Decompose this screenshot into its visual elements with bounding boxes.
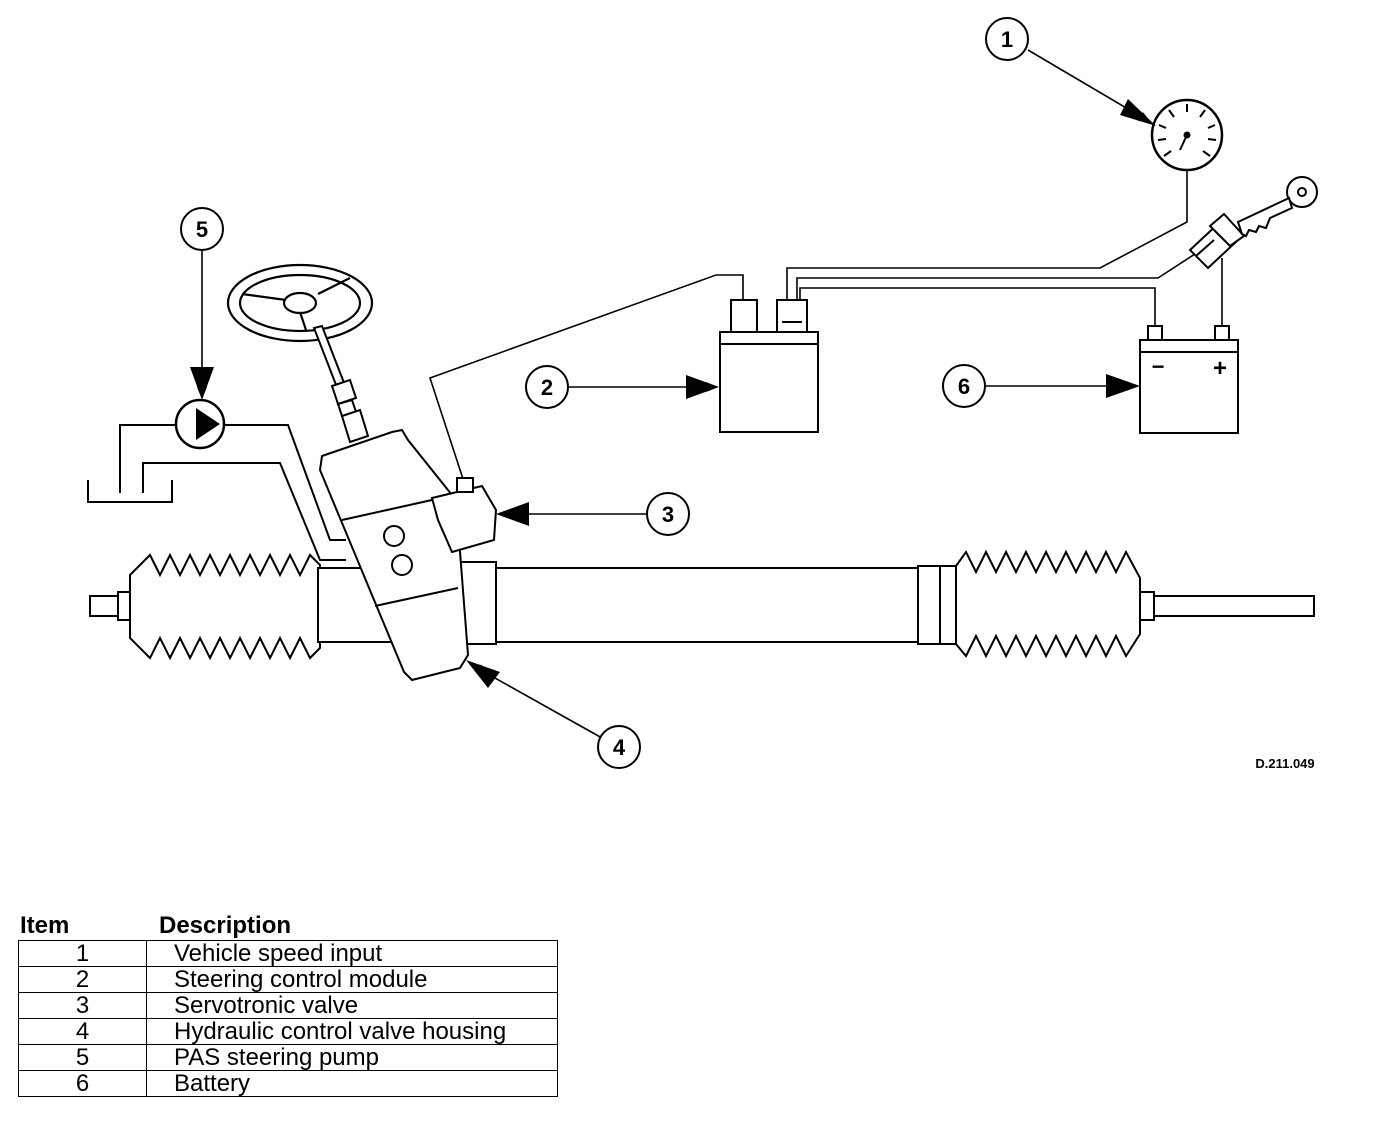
legend-item-description: Battery xyxy=(146,1070,558,1097)
legend-item-number: 3 xyxy=(18,992,147,1019)
ignition-switch-icon xyxy=(1188,212,1246,270)
legend-header-item: Item xyxy=(20,912,70,939)
legend-item-number: 1 xyxy=(18,940,147,967)
legend-item-description: Hydraulic control valve housing xyxy=(146,1018,558,1045)
servotronic-valve xyxy=(430,477,498,554)
steering-wheel-icon xyxy=(226,263,374,343)
callout-2-label: 2 xyxy=(541,375,553,400)
table-row: 3 Servotronic valve xyxy=(18,992,558,1019)
table-row: 6 Battery xyxy=(18,1070,558,1097)
callout-5: 5 xyxy=(180,207,224,251)
steering-control-module xyxy=(719,299,819,433)
callout-4-label: 4 xyxy=(613,735,626,760)
callout-3-label: 3 xyxy=(662,502,674,527)
legend-item-description: Vehicle speed input xyxy=(146,940,558,967)
callout-2: 2 xyxy=(525,365,569,409)
callout-4: 4 xyxy=(597,725,641,769)
legend-item-number: 4 xyxy=(18,1018,147,1045)
callout-6: 6 xyxy=(942,364,986,408)
battery-negative-label: − xyxy=(1152,354,1165,379)
legend-item-description: Servotronic valve xyxy=(146,992,558,1019)
fluid-reservoir xyxy=(87,424,346,561)
legend-item-number: 6 xyxy=(18,1070,147,1097)
legend-item-description: PAS steering pump xyxy=(146,1044,558,1071)
callout-3: 3 xyxy=(646,492,690,536)
battery-positive-label: + xyxy=(1213,355,1227,382)
callout-arrowheads xyxy=(190,99,1156,688)
legend-header: Item Description xyxy=(18,912,558,940)
battery-icon xyxy=(1139,325,1239,434)
ignition-key-icon xyxy=(1236,176,1318,238)
callout-1: 1 xyxy=(985,17,1029,61)
speedometer-icon xyxy=(1150,98,1224,172)
pump-icon xyxy=(174,398,226,450)
legend: Item Description 1 Vehicle speed input 2… xyxy=(18,912,558,1097)
legend-table: 1 Vehicle speed input 2 Steering control… xyxy=(18,940,558,1097)
table-row: 2 Steering control module xyxy=(18,966,558,993)
steering-rack xyxy=(89,549,1315,661)
valve-housing xyxy=(318,428,470,682)
legend-item-number: 2 xyxy=(18,966,147,993)
table-row: 5 PAS steering pump xyxy=(18,1044,558,1071)
table-row: 4 Hydraulic control valve housing xyxy=(18,1018,558,1045)
legend-item-number: 5 xyxy=(18,1044,147,1071)
diagram-reference-code: D.211.049 xyxy=(1255,756,1314,771)
wiring xyxy=(428,166,1223,483)
table-row: 1 Vehicle speed input xyxy=(18,940,558,967)
legend-item-description: Steering control module xyxy=(146,966,558,993)
callout-1-label: 1 xyxy=(1001,27,1013,52)
legend-header-description: Description xyxy=(159,912,292,939)
steering-column xyxy=(312,324,370,444)
callout-6-label: 6 xyxy=(958,374,970,399)
steering-system-diagram: − + xyxy=(87,17,1318,771)
callout-5-label: 5 xyxy=(196,217,208,242)
